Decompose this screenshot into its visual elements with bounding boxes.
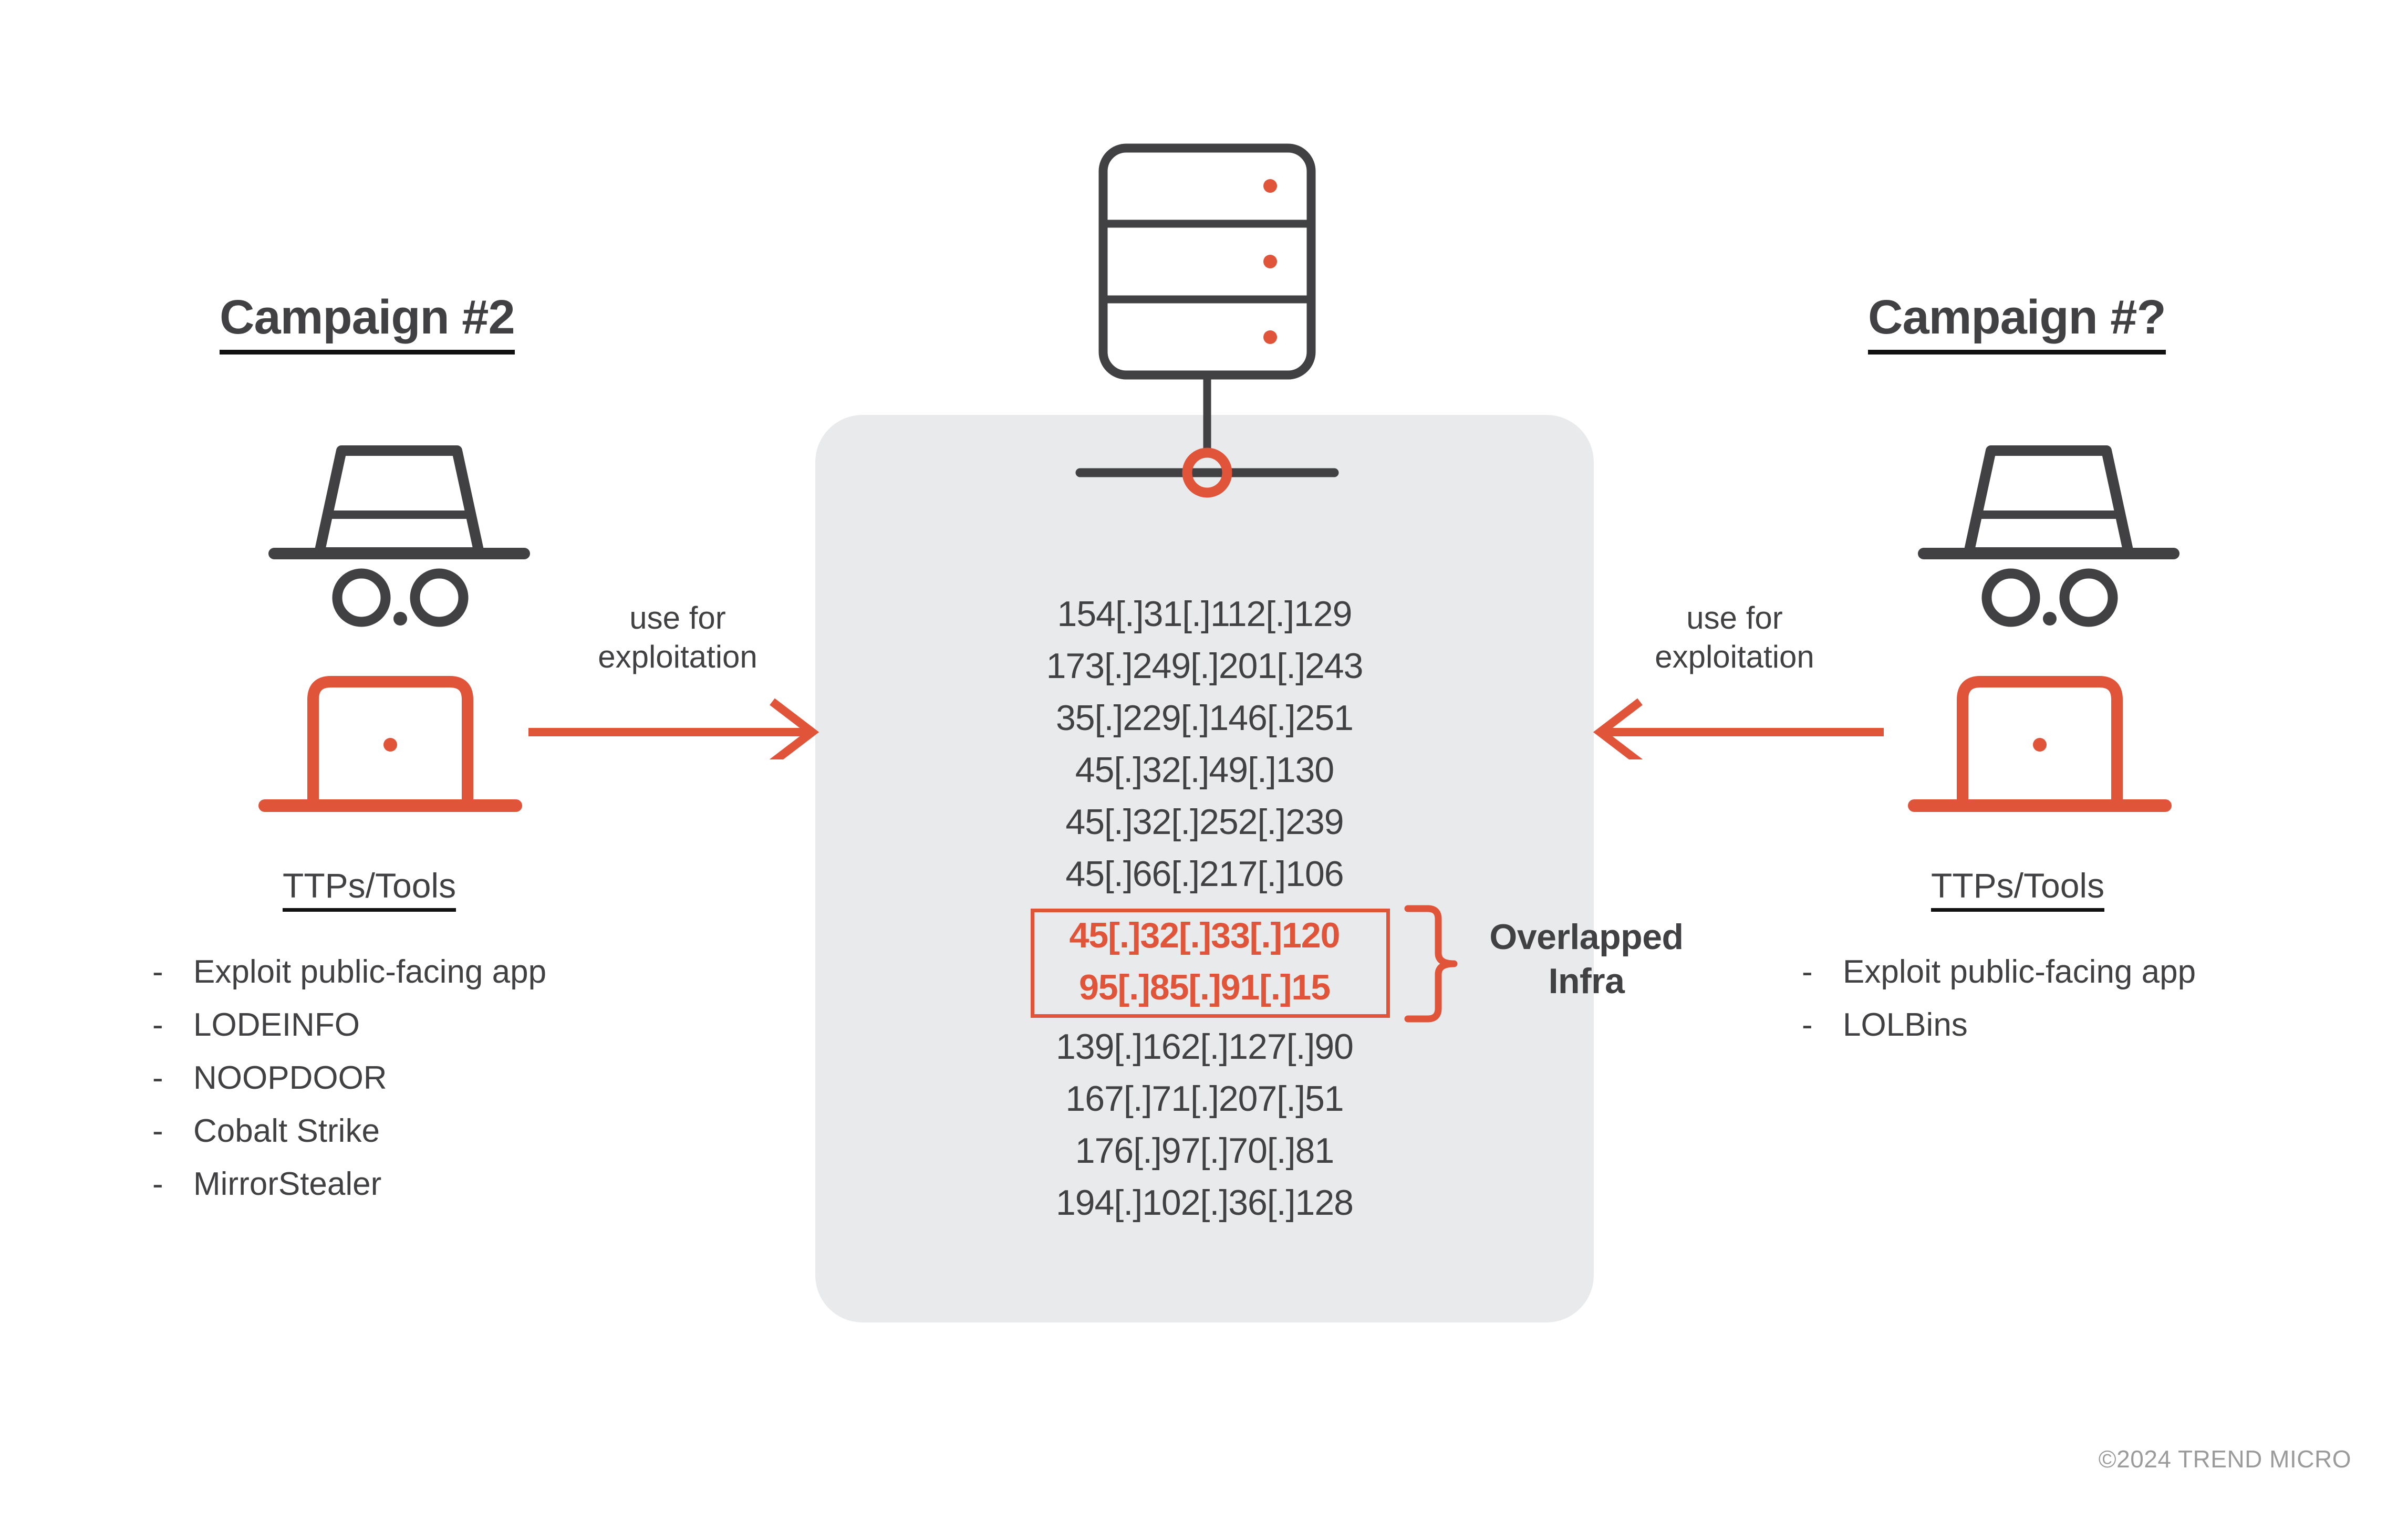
arrow-left-icon	[1593, 698, 1884, 759]
spy-hat-icon	[263, 436, 536, 630]
ttp-list-item: - Cobalt Strike	[152, 1104, 546, 1158]
ip-address-row: 45[.]32[.]252[.]239	[1065, 802, 1344, 842]
ip-address-row: 45[.]32[.]49[.]130	[1075, 750, 1334, 790]
campaign-left-heading: Campaign #2	[220, 290, 515, 355]
bullet-dash: -	[152, 1060, 163, 1096]
campaign-right-heading: Campaign #?	[1868, 290, 2166, 355]
ttp-label: MirrorStealer	[193, 1166, 382, 1202]
use-for-exploitation-arrow-left: use for exploitation	[525, 599, 830, 759]
overlapped-infra-highlight-box	[1031, 909, 1390, 1018]
ttp-list-item: - Exploit public-facing app	[152, 945, 546, 998]
ttp-heading-left: TTPs/Tools	[283, 866, 456, 912]
bullet-dash: -	[152, 954, 163, 990]
ip-address-row: 176[.]97[.]70[.]81	[1075, 1131, 1334, 1171]
ip-address-row: 154[.]31[.]112[.]129	[1057, 594, 1353, 634]
server-rack-icon	[1065, 141, 1349, 503]
ttp-list-item: - NOOPDOOR	[152, 1051, 546, 1104]
bullet-dash: -	[152, 1166, 163, 1202]
curly-brace-icon	[1404, 904, 1461, 1023]
overlap-label-line1: Overlapped	[1489, 917, 1684, 957]
ttp-list-item: - LOLBins	[1802, 998, 2196, 1051]
arrow-label-line2: exploitation	[1655, 639, 1814, 674]
laptop-icon	[251, 667, 530, 825]
ip-address-row: 167[.]71[.]207[.]51	[1065, 1079, 1344, 1119]
ttp-label: Exploit public-facing app	[193, 954, 547, 990]
ip-address-row: 35[.]229[.]146[.]251	[1055, 698, 1354, 738]
arrow-right-icon	[528, 698, 819, 759]
copyright-notice: ©2024 TREND MICRO	[2098, 1445, 2351, 1473]
bullet-dash: -	[1802, 1007, 1813, 1043]
ip-address-row-overlapped: 95[.]85[.]91[.]15	[1078, 967, 1331, 1007]
ttp-list-item: - Exploit public-facing app	[1802, 945, 2196, 998]
arrow-label-line1: use for	[629, 600, 726, 635]
arrow-label-line1: use for	[1686, 600, 1783, 635]
ttp-heading-right: TTPs/Tools	[1931, 866, 2105, 912]
spy-hat-icon	[1912, 436, 2185, 630]
ttp-label: LOLBins	[1843, 1007, 1968, 1043]
ttp-label: Exploit public-facing app	[1843, 954, 2196, 990]
ttp-label: NOOPDOOR	[193, 1060, 387, 1096]
ip-address-row: 194[.]102[.]36[.]128	[1055, 1183, 1354, 1223]
ip-address-row: 173[.]249[.]201[.]243	[1046, 646, 1364, 686]
overlapped-infra-label: Overlapped Infra	[1455, 915, 1718, 1003]
ip-address-row: 139[.]162[.]127[.]90	[1055, 1027, 1354, 1067]
ttp-list-right: - Exploit public-facing app - LOLBins	[1802, 945, 2196, 1051]
laptop-icon	[1901, 667, 2179, 825]
infrastructure-panel	[815, 415, 1594, 1322]
use-for-exploitation-arrow-right: use for exploitation	[1582, 599, 1887, 759]
ttp-label: Cobalt Strike	[193, 1113, 380, 1149]
bullet-dash: -	[152, 1007, 163, 1043]
arrow-label-line2: exploitation	[598, 639, 757, 674]
ttp-list-item: - LODEINFO	[152, 998, 546, 1051]
ip-address-row: 45[.]66[.]217[.]106	[1065, 854, 1344, 894]
bullet-dash: -	[1802, 954, 1813, 990]
bullet-dash: -	[152, 1113, 163, 1149]
ip-address-row-overlapped: 45[.]32[.]33[.]120	[1069, 915, 1341, 955]
overlap-label-line2: Infra	[1548, 961, 1625, 1001]
ttp-list-left: - Exploit public-facing app - LODEINFO -…	[152, 945, 546, 1211]
ttp-label: LODEINFO	[193, 1007, 360, 1043]
ip-address-list: 154[.]31[.]112[.]129 173[.]249[.]201[.]2…	[815, 588, 1594, 1229]
ttp-list-item: - MirrorStealer	[152, 1158, 546, 1211]
